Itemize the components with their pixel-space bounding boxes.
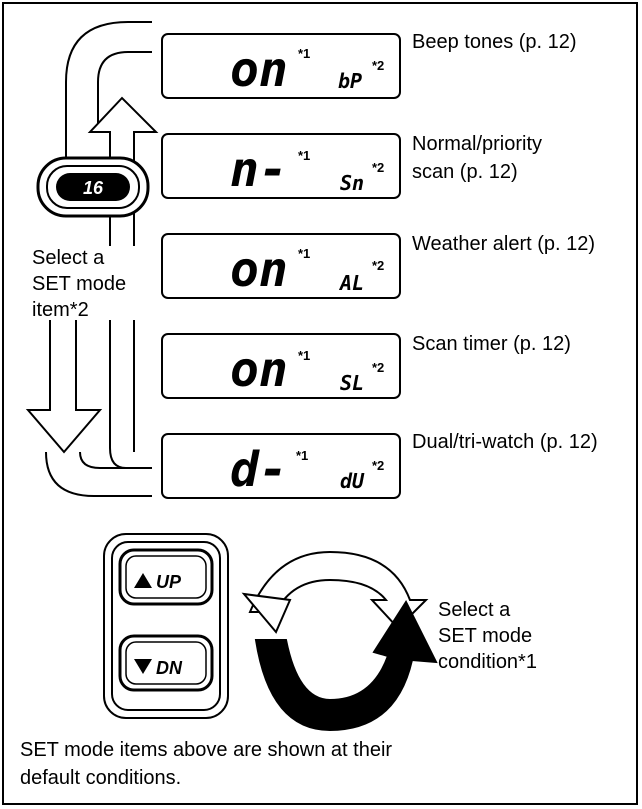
down-triangle-icon xyxy=(134,659,152,674)
footer-note-line-2: default conditions. xyxy=(20,767,181,789)
lcd-beep-tones: on *1 bP *2 xyxy=(161,33,401,99)
dn-button-label: DN xyxy=(156,658,183,678)
label-scan-timer: Scan timer (p. 12) xyxy=(412,333,571,355)
label-weather-alert: Weather alert (p. 12) xyxy=(412,233,595,255)
select-condition-line-3: condition*1 xyxy=(438,651,537,673)
select-item-text: Select a SET mode item*2 xyxy=(28,246,156,321)
label-normal-priority-line-2: scan (p. 12) xyxy=(412,161,518,183)
label-beep-tones: Beep tones (p. 12) xyxy=(412,31,577,53)
lcd-weather-alert: on *1 AL *2 xyxy=(161,233,401,299)
footer-note-line-1: SET mode items above are shown at their xyxy=(20,739,392,761)
key-16-label: 16 xyxy=(83,178,104,198)
label-normal-priority-line-1: Normal/priority xyxy=(412,133,542,155)
lcd-scan-mode: n- *1 Sn *2 xyxy=(161,133,401,199)
select-item-line-1: Select a xyxy=(32,247,105,269)
lcd-item-code: AL xyxy=(338,271,364,295)
lcd-item-code: bP xyxy=(338,69,362,93)
up-button-label: UP xyxy=(156,572,182,592)
up-triangle-icon xyxy=(134,573,152,588)
lcd-main-value: d- xyxy=(230,442,288,498)
lcd-main-sup: *1 xyxy=(298,348,310,363)
key-16-button[interactable]: 16 xyxy=(36,156,150,218)
lcd-item-sup: *2 xyxy=(372,360,384,375)
label-dual-watch: Dual/tri-watch (p. 12) xyxy=(412,431,598,453)
up-button[interactable]: UP xyxy=(118,548,214,606)
select-item-line-3: item*2 xyxy=(32,299,89,321)
lcd-item-sup: *2 xyxy=(372,458,384,473)
lcd-main-sup: *1 xyxy=(298,46,310,61)
lcd-dual-watch: d- *1 dU *2 xyxy=(161,433,401,499)
lcd-main-value: n- xyxy=(230,142,288,198)
condition-cycle-arrows xyxy=(241,550,438,732)
lcd-item-sup: *2 xyxy=(372,58,384,73)
lcd-item-code: dU xyxy=(340,469,365,493)
lcd-main-sup: *1 xyxy=(298,246,310,261)
dn-button[interactable]: DN xyxy=(118,634,214,692)
lcd-scan-timer: on *1 SL *2 xyxy=(161,333,401,399)
lcd-main-value: on xyxy=(230,242,288,298)
select-condition-line-2: SET mode xyxy=(438,625,532,647)
select-item-line-2: SET mode xyxy=(32,273,126,295)
select-condition-line-1: Select a xyxy=(438,599,511,621)
lcd-main-value: on xyxy=(230,42,288,98)
lcd-main-value: on xyxy=(230,342,288,398)
lcd-item-code: SL xyxy=(340,371,364,395)
lcd-item-sup: *2 xyxy=(372,258,384,273)
lcd-main-sup: *1 xyxy=(298,148,310,163)
lcd-item-code: Sn xyxy=(340,171,364,195)
lcd-item-sup: *2 xyxy=(372,160,384,175)
lcd-main-sup: *1 xyxy=(296,448,308,463)
